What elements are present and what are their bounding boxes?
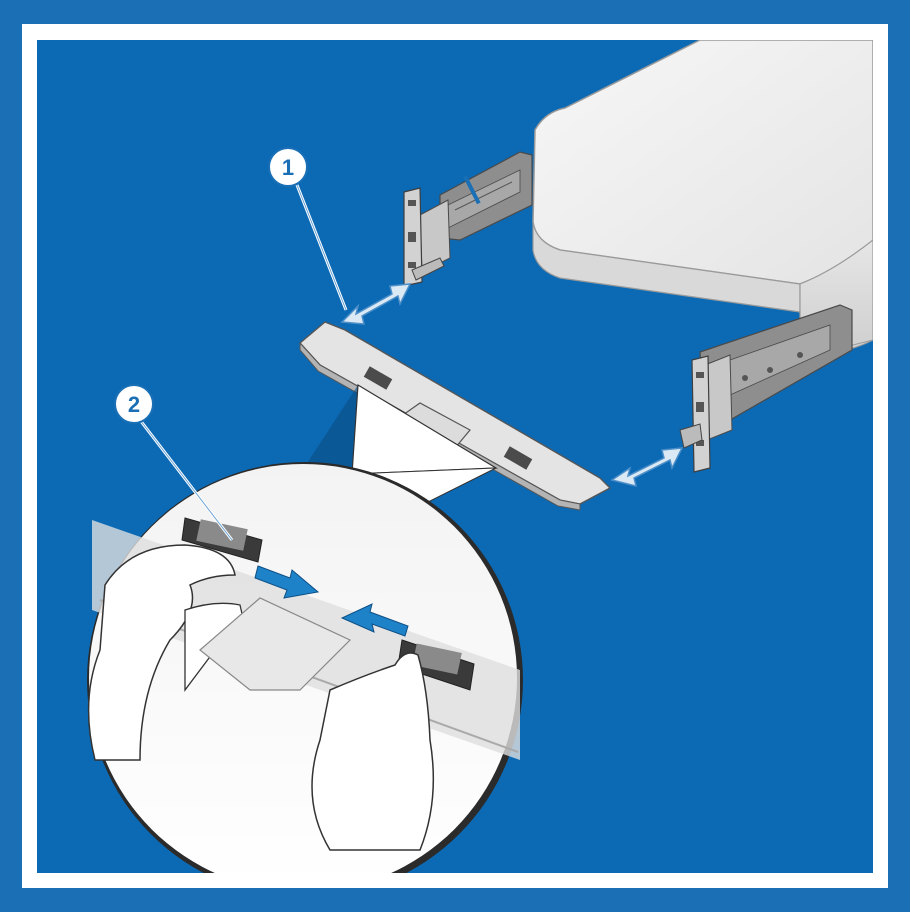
callout-2: 2 — [115, 385, 153, 423]
callout-1: 1 — [269, 148, 307, 186]
callout-1-label: 1 — [282, 155, 294, 180]
zoom-detail — [87, 462, 523, 898]
callout-2-label: 2 — [128, 392, 140, 417]
